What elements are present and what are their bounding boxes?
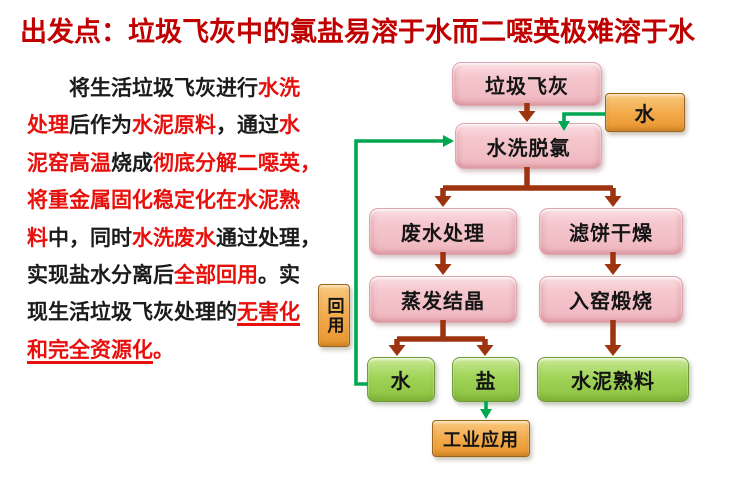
text-segment: ，通过 <box>216 114 279 138</box>
flow-box-label: 滤饼干燥 <box>569 223 653 245</box>
paragraph-line-3: 泥窑高温烧成彻底分解二噁英， <box>27 145 327 182</box>
flow-box-label: 回用 <box>324 296 344 335</box>
flow-box-water-in: 水 <box>605 93 685 132</box>
flow-box-fly-ash: 垃圾飞灰 <box>452 62 602 106</box>
text-segment: 泥窑高温 <box>27 151 111 175</box>
text-segment: 实现盐水分离后 <box>27 263 174 287</box>
text-segment: 烧成 <box>111 151 153 175</box>
flow-box-cake-drying: 滤饼干燥 <box>539 208 683 255</box>
flow-box-washing: 水洗脱氯 <box>455 123 602 169</box>
paragraph-line-4: 将重金属固化稳定化在水泥熟 <box>27 182 327 219</box>
flow-box-label: 垃圾飞灰 <box>485 75 569 98</box>
text-segment: 水泥原料 <box>132 114 216 138</box>
paragraph-line-6: 实现盐水分离后全部回用。实 <box>27 257 327 294</box>
text-segment: 水洗 <box>258 77 300 100</box>
text-segment: 和完全资源化 <box>27 338 153 362</box>
intro-paragraph: 将生活垃圾飞灰进行水洗处理后作为水泥原料，通过水泥窑高温烧成彻底分解二噁英，将重… <box>27 70 327 369</box>
paragraph-line-8: 和完全资源化。 <box>27 332 327 369</box>
flow-box-label: 水 <box>390 371 412 393</box>
text-segment: 现生活垃圾飞灰处理的 <box>27 301 237 325</box>
paragraph-line-5: 料中，同时水洗废水通过处理， <box>27 220 327 257</box>
flow-box-industrial-use: 工业应用 <box>432 420 530 457</box>
text-segment: 通过处理， <box>216 226 321 250</box>
flow-box-water-out: 水 <box>367 357 435 402</box>
flow-box-kiln-calcination: 入窑煅烧 <box>539 276 683 323</box>
flow-box-label: 水泥熟料 <box>571 371 655 393</box>
text-segment: 后作为 <box>69 114 132 138</box>
paragraph-line-1: 将生活垃圾飞灰进行水洗 <box>27 70 327 107</box>
text-segment: 将重金属固化稳定化在水泥熟 <box>27 189 300 213</box>
flow-box-label: 入窑煅烧 <box>569 291 653 313</box>
flow-box-label: 废水处理 <box>401 223 485 245</box>
text-segment: 彻底分解二噁英， <box>153 151 321 175</box>
flow-box-reuse: 回用 <box>318 284 350 347</box>
text-segment: 中，同时 <box>48 226 132 250</box>
flow-box-label: 水 <box>634 104 656 126</box>
flow-box-evaporation: 蒸发结晶 <box>369 276 517 323</box>
paragraph-line-7: 现生活垃圾飞灰处理的无害化 <box>27 294 327 331</box>
text-segment: 料 <box>27 226 48 250</box>
flow-box-label: 盐 <box>475 371 497 393</box>
text-segment: 全部回用 <box>174 263 258 287</box>
slide-title: 出发点：垃圾飞灰中的氯盐易溶于水而二噁英极难溶于水 <box>20 17 695 47</box>
flow-box-label: 工业应用 <box>443 429 519 450</box>
flow-box-label: 蒸发结晶 <box>401 291 485 313</box>
text-segment: 水洗废水 <box>132 226 216 250</box>
flow-box-salt: 盐 <box>452 357 520 402</box>
flow-box-wastewater-treatment: 废水处理 <box>369 208 517 255</box>
paragraph-line-2: 处理后作为水泥原料，通过水 <box>27 107 327 144</box>
text-segment: 处理 <box>27 114 69 138</box>
text-segment: 。实 <box>258 263 300 287</box>
flow-box-label: 水洗脱氯 <box>486 137 571 160</box>
flow-box-clinker: 水泥熟料 <box>537 357 689 402</box>
text-segment: 。 <box>153 338 174 362</box>
text-segment: 无害化 <box>237 301 300 325</box>
text-segment: 将生活垃圾飞灰进行 <box>27 77 258 100</box>
text-segment: 水 <box>279 114 300 138</box>
